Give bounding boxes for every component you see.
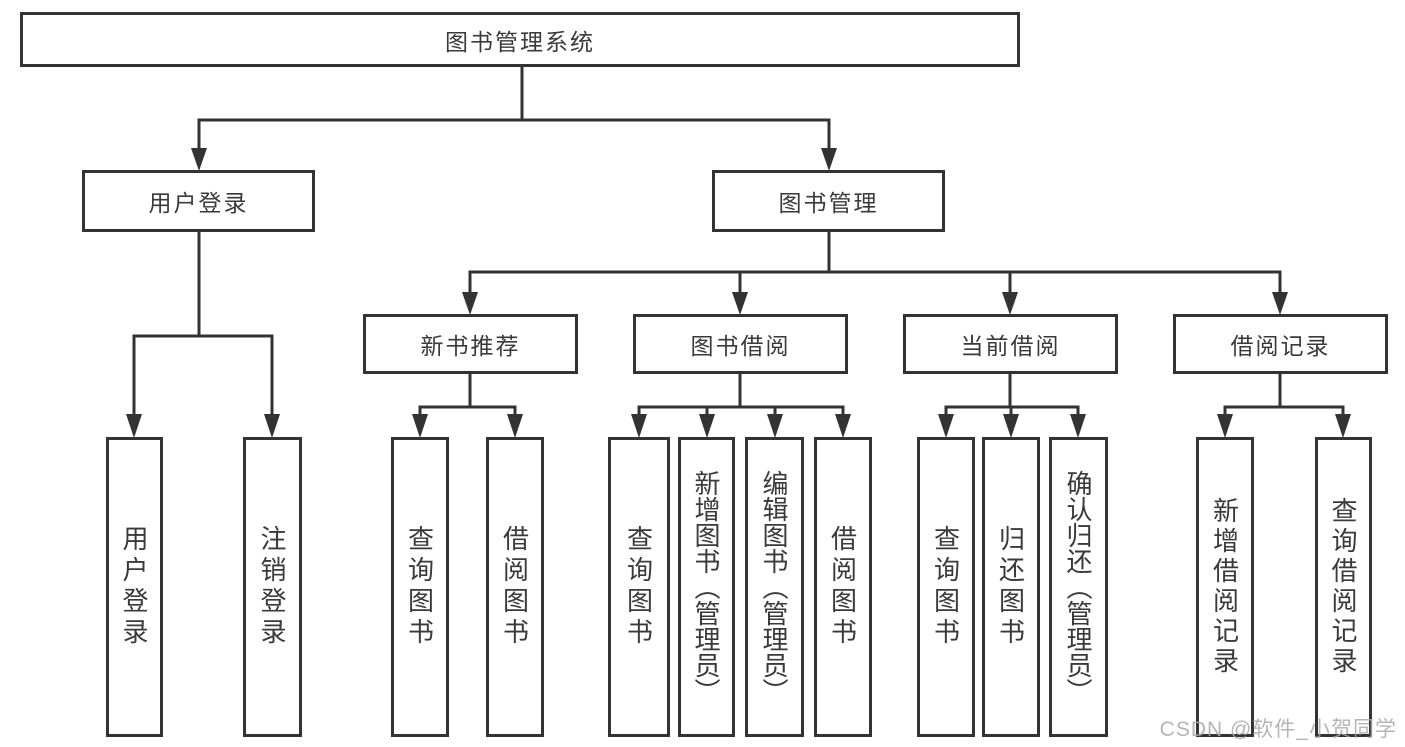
node-leaf-query-books-borrowing: 查询图书 bbox=[608, 437, 670, 737]
node-current-borrowing: 当前借阅 bbox=[903, 314, 1118, 374]
node-leaf-add-borrow-record: 新增借阅记录 bbox=[1196, 437, 1254, 737]
node-book-borrowing: 图书借阅 bbox=[633, 314, 848, 374]
node-user-login-branch: 用户登录 bbox=[82, 170, 315, 232]
watermark-text: CSDN @软件_小贺同学 bbox=[1159, 718, 1397, 741]
node-leaf-edit-book-admin: 编辑图书（管理员） bbox=[745, 437, 804, 737]
node-leaf-borrow-books: 借阅图书 bbox=[814, 437, 872, 737]
node-new-book-recommendation: 新书推荐 bbox=[363, 314, 578, 374]
node-leaf-user-login: 用户登录 bbox=[106, 437, 163, 737]
node-library-management-system: 图书管理系统 bbox=[20, 12, 1020, 67]
node-leaf-query-books-recommend: 查询图书 bbox=[391, 437, 449, 737]
node-leaf-confirm-return-admin: 确认归还（管理员） bbox=[1049, 437, 1108, 737]
node-leaf-logout: 注销登录 bbox=[243, 437, 302, 737]
node-leaf-query-borrow-record: 查询借阅记录 bbox=[1315, 437, 1372, 737]
node-leaf-add-book-admin: 新增图书（管理员） bbox=[678, 437, 735, 737]
node-leaf-borrow-books-recommend: 借阅图书 bbox=[486, 437, 544, 737]
node-borrowing-records: 借阅记录 bbox=[1173, 314, 1388, 374]
node-leaf-return-book: 归还图书 bbox=[982, 437, 1040, 737]
node-leaf-query-books-current: 查询图书 bbox=[917, 437, 975, 737]
node-book-management-branch: 图书管理 bbox=[712, 170, 945, 232]
